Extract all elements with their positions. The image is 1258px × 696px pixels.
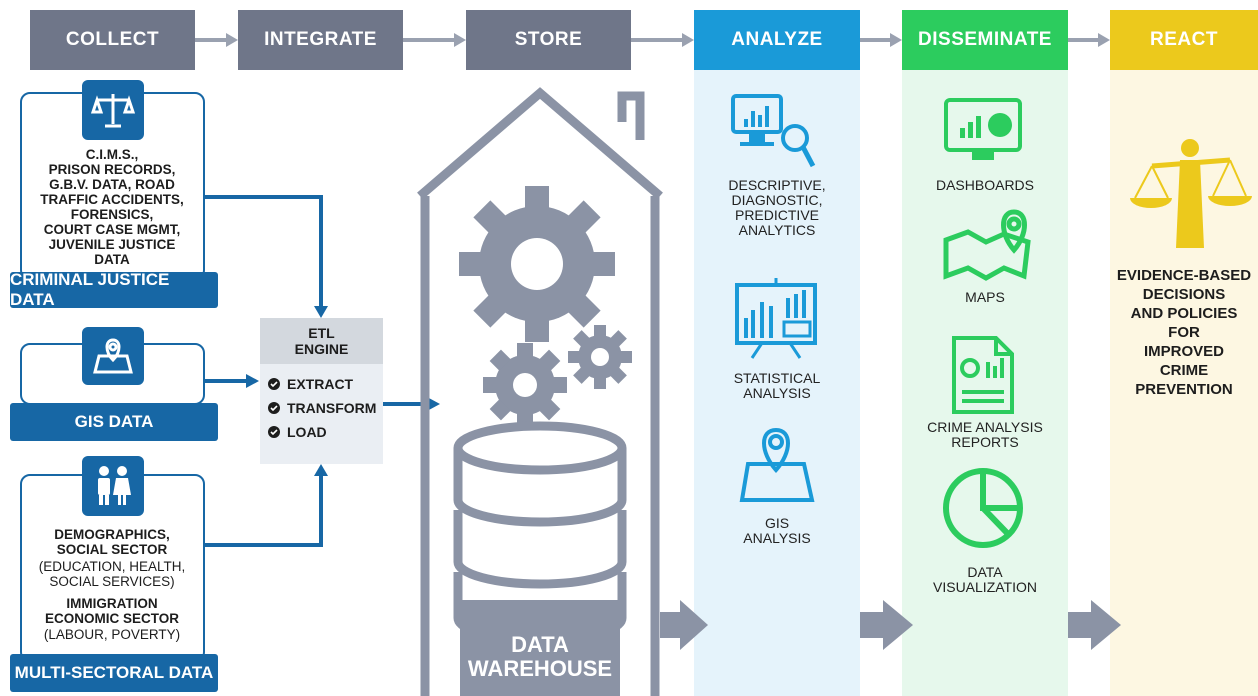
data-visualization-caption: DATA VISUALIZATION: [933, 564, 1037, 595]
disseminate-panel: [902, 70, 1068, 696]
gis-map-pin-icon: [739, 427, 815, 502]
check-icon: [268, 426, 280, 438]
stage-integrate: INTEGRATE: [238, 10, 403, 70]
map-icon: [943, 209, 1031, 281]
etl-item-label: EXTRACT: [287, 376, 354, 392]
etl-engine-title: ETL ENGINE: [260, 318, 383, 364]
criminal-justice-sources-text: C.I.M.S., PRISON RECORDS, G.B.V. DATA, R…: [40, 147, 184, 267]
dashboards-caption: DASHBOARDS: [935, 177, 1035, 193]
stage-collect: COLLECT: [30, 10, 195, 70]
gis-label: GIS DATA: [10, 403, 218, 441]
pie-chart-icon: [943, 468, 1023, 548]
multi-sectoral-text-labour: (LABOUR, POVERTY): [43, 627, 181, 642]
monitor-search-icon: [731, 94, 816, 168]
etl-item-label: LOAD: [287, 424, 327, 440]
stage-react: REACT: [1110, 10, 1258, 70]
multi-sectoral-text-social: (EDUCATION, HEALTH, SOCIAL SERVICES): [38, 559, 186, 589]
dashboard-icon: [944, 98, 1022, 160]
scales-icon: [82, 80, 144, 140]
crime-reports-caption: CRIME ANALYSIS REPORTS: [927, 419, 1043, 450]
connector-arrowheads: [246, 306, 440, 476]
map-pin-icon: [82, 327, 144, 385]
presentation-board-icon: [735, 278, 817, 359]
flow-arrows: [660, 600, 1121, 650]
small-gear-icon: [568, 325, 632, 389]
source-connectors: [205, 195, 428, 547]
etl-item-load: LOAD: [268, 424, 327, 440]
stage-disseminate: DISSEMINATE: [902, 10, 1068, 70]
data-warehouse-label: DATA WAREHOUSE: [467, 632, 613, 681]
check-icon: [268, 378, 280, 390]
statistical-analysis-caption: STATISTICAL ANALYSIS: [733, 370, 821, 401]
stage-analyze: ANALYZE: [694, 10, 860, 70]
etl-engine: ETL ENGINE EXTRACT TRANSFORM LOAD: [260, 318, 383, 464]
header-arrows: [195, 33, 1110, 47]
multi-sectoral-text-economic: IMMIGRATION ECONOMIC SECTOR: [44, 596, 179, 626]
multi-sectoral-label: MULTI-SECTORAL DATA: [10, 654, 218, 692]
people-icon: [82, 456, 144, 516]
maps-caption: MAPS: [965, 289, 1005, 305]
etl-item-transform: TRANSFORM: [268, 400, 376, 416]
multi-sectoral-text-demographics: DEMOGRAPHICS, SOCIAL SECTOR: [54, 527, 170, 557]
stage-store: STORE: [466, 10, 631, 70]
etl-item-extract: EXTRACT: [268, 376, 353, 392]
warehouse-house: [417, 87, 663, 696]
react-outcome-text: EVIDENCE-BASED DECISIONS AND POLICIES FO…: [1116, 267, 1252, 398]
criminal-justice-label: CRIMINAL JUSTICE DATA: [10, 270, 218, 309]
report-icon: [952, 336, 1014, 414]
justice-figure-icon: [1130, 139, 1252, 248]
gis-analysis-caption: GIS ANALYSIS: [743, 515, 811, 546]
analyze-panel: [694, 70, 860, 696]
gear-icon: [459, 186, 615, 342]
analytics-caption: DESCRIPTIVE, DIAGNOSTIC, PREDICTIVE ANAL…: [728, 177, 826, 238]
check-icon: [268, 402, 280, 414]
etl-item-label: TRANSFORM: [287, 400, 377, 416]
warehouse-base: [460, 600, 620, 696]
medium-gear-icon: [483, 343, 567, 427]
